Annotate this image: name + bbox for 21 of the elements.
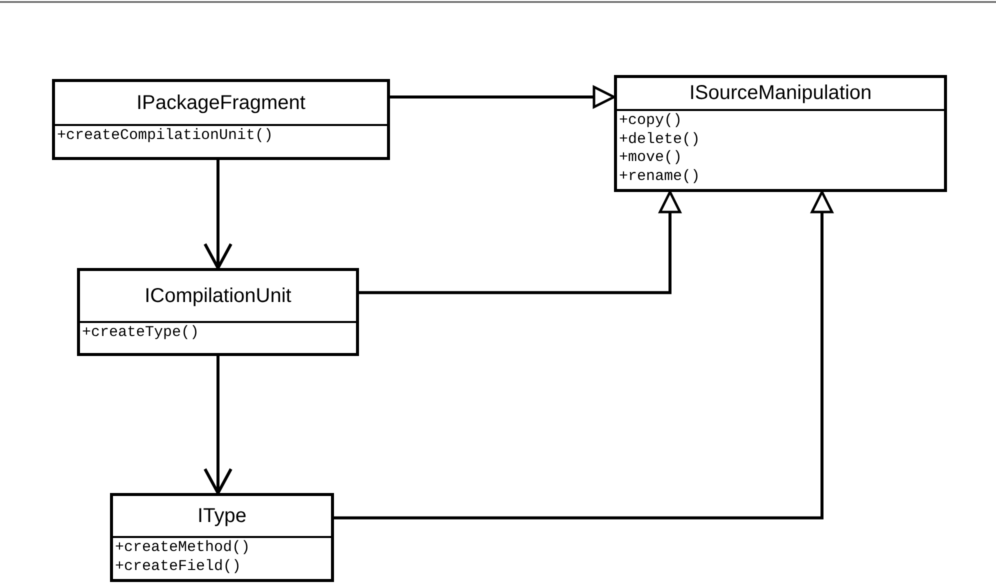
method-name: +createMethod() — [115, 539, 252, 558]
method-name: +copy() — [619, 112, 684, 130]
method-name: +createType() — [82, 324, 200, 342]
class-box — [77, 268, 359, 356]
realization-arrow — [334, 190, 834, 520]
method-name: +createField() — [115, 558, 242, 576]
method-name: +createCompilationUnit() — [57, 127, 274, 146]
class-name: IPackageFragment — [136, 92, 306, 114]
class-name: ISourceManipulation — [689, 82, 872, 105]
realization-arrow — [390, 86, 616, 108]
method-name: +rename() — [619, 168, 702, 186]
realization-arrow — [359, 190, 682, 294]
association-arrow — [204, 356, 232, 494]
class-name: IType — [198, 504, 246, 528]
method-name: +delete() — [619, 130, 702, 149]
association-arrow — [204, 160, 232, 270]
class-box — [52, 79, 390, 160]
class-name: ICompilationUnit — [144, 284, 292, 308]
class-box — [614, 75, 947, 192]
method-name: +move() — [619, 149, 684, 168]
class-box — [110, 493, 334, 582]
